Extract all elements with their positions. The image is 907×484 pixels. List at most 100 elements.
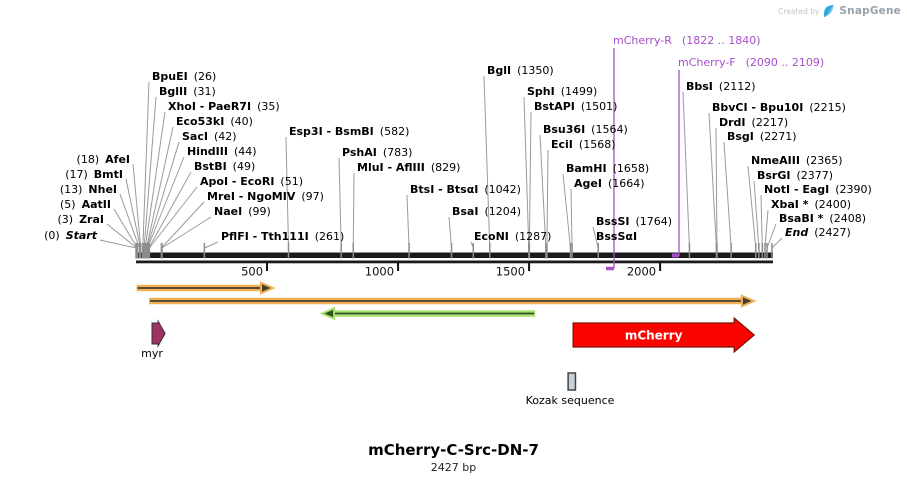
site-enzyme-name: BmtI xyxy=(93,168,123,181)
restriction-site-label: BbsI(2112) xyxy=(686,80,755,94)
site-leader-line xyxy=(766,223,777,249)
site-leader-line xyxy=(148,186,198,249)
site-enzyme-name: MreI - NgoMIV xyxy=(207,190,296,203)
watermark: Created by SnapGene xyxy=(778,4,901,18)
site-enzyme-name: BsaBI * xyxy=(779,212,824,225)
site-leader-line xyxy=(715,127,718,249)
site-enzyme-name: DrdI xyxy=(719,116,746,129)
site-position: (1764) xyxy=(635,215,673,228)
site-leader-line xyxy=(147,156,185,249)
site-leader-line xyxy=(723,141,732,249)
site-enzyme-name: NmeAIII xyxy=(751,154,800,167)
site-leader-line xyxy=(161,201,205,249)
site-leader-line xyxy=(146,141,180,249)
restriction-site-label: (5)AatII xyxy=(60,198,111,212)
site-enzyme-name: BglII xyxy=(159,85,188,98)
restriction-site-label: BglII (31) xyxy=(159,85,216,99)
feature-myr-arrow xyxy=(151,319,166,348)
site-position: (51) xyxy=(280,175,304,188)
site-position: (97) xyxy=(301,190,324,203)
restriction-site-label: Eco53kI(40) xyxy=(176,115,253,129)
site-enzyme-name: SphI xyxy=(527,85,555,98)
site-enzyme-name: Bsu36I xyxy=(543,123,586,136)
restriction-site-label: BpuEI(26) xyxy=(152,70,216,84)
site-position: (13) xyxy=(59,183,83,196)
sequence-bar-bottom xyxy=(136,260,773,264)
site-leader-line xyxy=(144,111,166,249)
site-enzyme-name: BpuEI xyxy=(152,70,188,83)
feature-label-myr: myr xyxy=(141,347,163,360)
restriction-site-label: SacI(42) xyxy=(182,130,237,144)
site-enzyme-name: SacI xyxy=(182,130,208,143)
site-position: (2427) xyxy=(814,226,851,239)
site-position: (783) xyxy=(382,146,413,159)
site-leader-line xyxy=(125,178,141,249)
site-position: (99) xyxy=(248,205,271,218)
site-enzyme-name: ApoI - EcoRI xyxy=(200,175,275,188)
site-position: (2377) xyxy=(796,169,834,182)
restriction-site-label: (0)Start xyxy=(44,229,97,243)
restriction-site-label: BamHI(1658) xyxy=(566,162,649,176)
site-enzyme-name: MluI - AflIII xyxy=(357,161,425,174)
restriction-site-label: ApoI - EcoRI (51) xyxy=(200,175,303,189)
site-leader-line xyxy=(204,241,219,249)
restriction-site-label: Bsu36I(1564) xyxy=(543,123,628,137)
site-enzyme-name: NheI xyxy=(88,183,117,196)
site-enzyme-name: NaeI xyxy=(214,205,243,218)
restriction-site-label: BstAPI(1501) xyxy=(534,100,617,114)
site-position: (1204) xyxy=(484,205,522,218)
site-leader-line xyxy=(708,112,717,249)
site-leader-line xyxy=(682,91,690,249)
site-enzyme-name: PflFI - Tth111I xyxy=(221,230,309,243)
feature-mcherry-arrow xyxy=(572,316,756,354)
ruler-tick-label: 2000 xyxy=(627,265,656,279)
site-enzyme-name: Eco53kI xyxy=(176,115,225,128)
site-leader-line xyxy=(753,180,760,249)
restriction-site-label: NaeI (99) xyxy=(214,205,271,219)
site-position: (2271) xyxy=(759,130,797,143)
feature-label-kozak: Kozak sequence xyxy=(525,394,615,407)
site-enzyme-name: BssSI xyxy=(596,215,630,228)
site-leader-line xyxy=(285,136,290,249)
site-leader-line xyxy=(352,172,355,249)
watermark-brand: SnapGene xyxy=(839,5,901,17)
primer-name: mCherry-F xyxy=(678,56,736,69)
primer-range: (1822 .. 1840) xyxy=(681,34,761,47)
site-leader-line xyxy=(406,194,410,249)
restriction-site-label: DrdI(2217) xyxy=(719,116,788,130)
restriction-site-label: (13) NheI xyxy=(60,183,117,197)
restriction-site-label: PshAI(783) xyxy=(342,146,412,160)
site-position: (31) xyxy=(193,85,216,98)
ruler-tick-label: 1000 xyxy=(365,265,394,279)
restriction-site-label: (17) BmtI xyxy=(65,168,123,182)
sequence-bar-top xyxy=(136,252,773,258)
site-enzyme-name: BsrGI xyxy=(757,169,791,182)
site-enzyme-name: BamHI xyxy=(566,162,607,175)
site-leader-line xyxy=(106,223,138,249)
watermark-created-by: Created by xyxy=(778,6,820,16)
site-enzyme-name: BsaI xyxy=(452,205,479,218)
restriction-site-label: XbaI *(2400) xyxy=(771,198,851,212)
site-position: (2112) xyxy=(718,80,756,93)
site-enzyme-name: XbaI * xyxy=(771,198,809,211)
site-leader-line xyxy=(119,193,140,249)
restriction-site-label: BssSI (1764) xyxy=(596,215,672,229)
restriction-site-label: MluI - AflIII(829) xyxy=(357,161,460,175)
site-position: (1350) xyxy=(517,64,554,77)
restriction-site-label: BtsI - BtsαI(1042) xyxy=(410,183,521,197)
site-position: (17) xyxy=(65,168,88,181)
site-enzyme-name: EcoNI xyxy=(474,230,509,243)
restriction-site-label: MreI - NgoMIV (97) xyxy=(207,190,324,204)
restriction-site-label: Esp3I - BsmBI(582) xyxy=(289,125,409,139)
site-enzyme-name: HindIII xyxy=(187,145,228,158)
site-leader-line xyxy=(143,96,157,249)
ruler-tick-label: 500 xyxy=(241,265,263,279)
site-position: (35) xyxy=(257,100,280,113)
site-enzyme-name: BglI xyxy=(487,64,512,77)
site-position: (49) xyxy=(232,160,256,173)
site-position: (2365) xyxy=(805,154,843,167)
primer-label: mCherry-F(2090 .. 2109) xyxy=(678,56,824,70)
site-enzyme-name: Start xyxy=(65,229,97,242)
site-enzyme-name: ZraI xyxy=(79,213,104,226)
